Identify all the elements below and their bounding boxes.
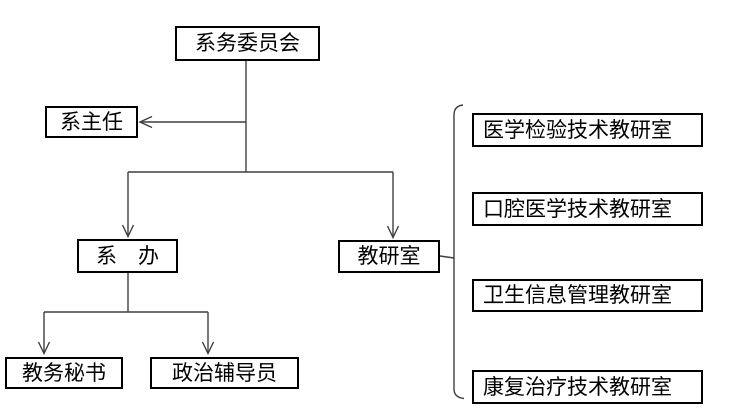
node-label: 教研室 bbox=[357, 244, 421, 268]
node-label: 教务秘书 bbox=[22, 360, 106, 385]
arrowhead-down-icon bbox=[37, 341, 51, 356]
node-sub-office-oral-medicine: 口腔医学技术教研室 bbox=[472, 192, 703, 226]
node-sub-office-rehab-therapy: 康复治疗技术教研室 bbox=[472, 370, 703, 404]
node-academic-secretary: 教务秘书 bbox=[5, 357, 123, 389]
node-sub-office-health-info: 卫生信息管理教研室 bbox=[472, 279, 703, 312]
node-label: 口腔医学技术教研室 bbox=[483, 196, 672, 221]
arrowhead-down-icon bbox=[386, 225, 400, 240]
node-political-counselor: 政治辅导员 bbox=[150, 357, 299, 389]
node-label: 康复治疗技术教研室 bbox=[483, 374, 672, 399]
node-label: 系 办 bbox=[96, 243, 159, 268]
node-label: 政治辅导员 bbox=[172, 360, 277, 385]
bracket-icon bbox=[453, 104, 465, 400]
arrowhead-left-icon bbox=[138, 115, 153, 129]
node-label: 系务委员会 bbox=[195, 31, 300, 55]
node-sub-office-medical-lab: 医学检验技术教研室 bbox=[472, 113, 703, 147]
node-label: 卫生信息管理教研室 bbox=[483, 283, 672, 307]
node-label: 系主任 bbox=[60, 109, 123, 134]
arrowhead-down-icon bbox=[201, 341, 215, 356]
node-department-office: 系 办 bbox=[77, 239, 178, 273]
node-teaching-research-office: 教研室 bbox=[338, 240, 440, 273]
edge-teaching-to-bracket bbox=[439, 255, 455, 259]
arrowhead-down-icon bbox=[121, 224, 135, 239]
node-label: 医学检验技术教研室 bbox=[483, 117, 672, 142]
node-department-committee: 系务委员会 bbox=[175, 26, 320, 61]
node-department-director: 系主任 bbox=[45, 106, 138, 138]
